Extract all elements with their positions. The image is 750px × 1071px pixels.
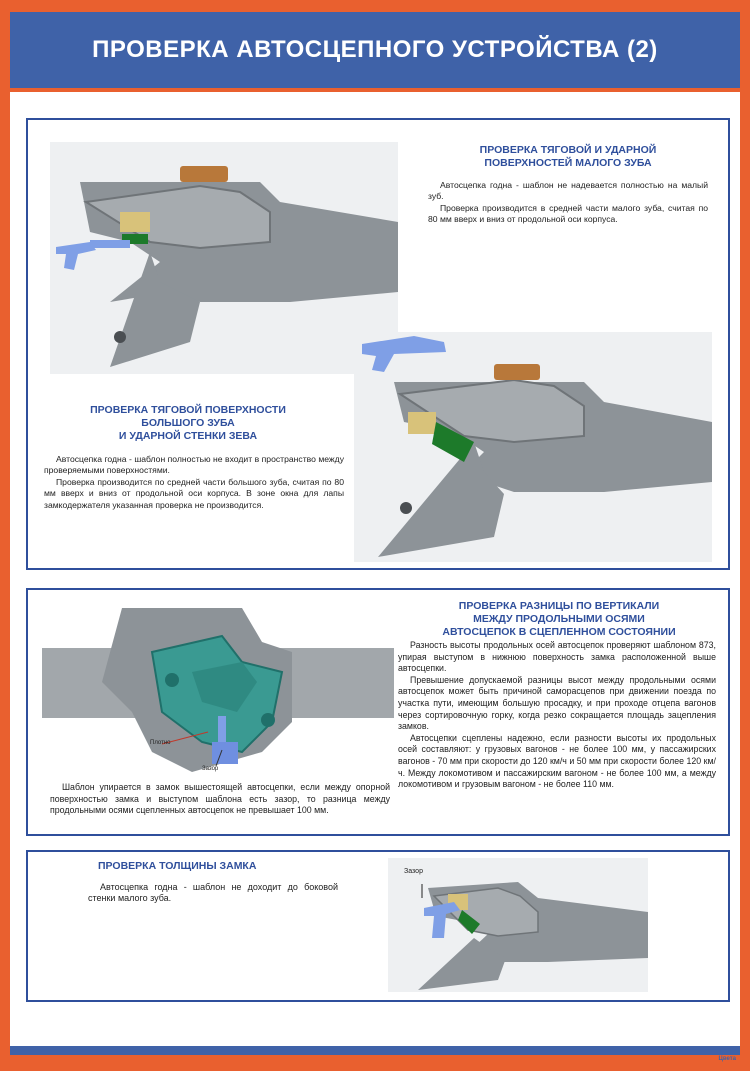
text-vertical-difference: Разность высоты продольных осей автосцеп… [398,640,716,791]
illustration-small-tooth-check [50,142,398,374]
text-large-tooth-p2: Проверка производится по средней части б… [44,476,344,510]
text-large-tooth: Автосцепка годна - шаблон полностью не в… [44,454,344,511]
heading-small-tooth: ПРОВЕРКА ТЯГОВОЙ И УДАРНОЙ ПОВЕРХНОСТЕЙ … [428,144,708,170]
heading-vd-line2: МЕЖДУ ПРОДОЛЬНЫМИ ОСЯМИ [473,613,645,625]
text-vd-p1: Разность высоты продольных осей автосцеп… [398,640,716,674]
publisher-logo: Цвета [718,1056,736,1062]
frame-bottom [0,1055,750,1071]
coupler-drawing-small-tooth [50,142,398,374]
illustration-large-tooth-check [354,332,712,562]
heading-large-tooth-line1: ПРОВЕРКА ТЯГОВОЙ ПОВЕРХНОСТИ [90,404,286,416]
frame-top [0,0,750,12]
caption-coupled-heads: Шаблон упирается в замок вышестоящей авт… [50,782,390,817]
heading-vd-line3: АВТОСЦЕПОК В СЦЕПЛЕННОМ СОСТОЯНИИ [442,626,676,638]
text-small-tooth-p2: Проверка производится в средней части ма… [428,202,708,225]
text-vd-p2: Превышение допускаемой разницы высот меж… [398,674,716,732]
heading-small-tooth-line1: ПРОВЕРКА ТЯГОВОЙ И УДАРНОЙ [479,144,657,156]
heading-lock-thickness: ПРОВЕРКА ТОЛЩИНЫ ЗАМКА [98,860,338,873]
page-header: ПРОВЕРКА АВТОСЦЕПНОГО УСТРОЙСТВА (2) [10,12,740,88]
text-small-tooth-p1: Автосцепка годна - шаблон не надевается … [428,180,708,202]
header-underline [10,88,740,92]
illustration-coupled-heads: Плотно Зазор [42,602,394,780]
heading-vertical-difference: ПРОВЕРКА РАЗНИЦЫ ПО ВЕРТИКАЛИ МЕЖДУ ПРОД… [406,600,712,639]
illustration-lock-thickness: Зазор [388,858,648,992]
frame-left [0,0,10,1071]
heading-large-tooth-line3: И УДАРНОЙ СТЕНКИ ЗЕВА [118,430,258,442]
heading-small-tooth-line2: ПОВЕРХНОСТЕЙ МАЛОГО ЗУБА [484,157,652,169]
heading-large-tooth-line2: БОЛЬШОГО ЗУБА [141,417,235,429]
panel-lock-thickness: ПРОВЕРКА ТОЛЩИНЫ ЗАМКА Автосцепка годна … [26,850,730,1002]
frame-right [740,0,750,1071]
text-lock-thickness: Автосцепка годна - шаблон не доходит до … [88,882,338,905]
coupled-heads-drawing [42,602,394,780]
heading-lock-thickness-text: ПРОВЕРКА ТОЛЩИНЫ ЗАМКА [98,860,257,872]
caption-text: Шаблон упирается в замок вышестоящей авт… [50,782,390,816]
text-small-tooth: Автосцепка годна - шаблон не надевается … [428,180,708,226]
footer-bar [10,1046,740,1055]
heading-large-tooth: ПРОВЕРКА ТЯГОВОЙ ПОВЕРХНОСТИ БОЛЬШОГО ЗУ… [68,404,308,443]
text-vd-p3: Автосцепки сцеплены надежно, если разнос… [398,732,716,790]
text-lock-thickness-p1: Автосцепка годна - шаблон не доходит до … [88,882,338,904]
label-zazor: Зазор [202,766,219,772]
text-large-tooth-p1: Автосцепка годна - шаблон полностью не в… [44,454,344,476]
heading-vd-line1: ПРОВЕРКА РАЗНИЦЫ ПО ВЕРТИКАЛИ [458,600,660,612]
panel-tooth-checks: ПРОВЕРКА ТЯГОВОЙ И УДАРНОЙ ПОВЕРХНОСТЕЙ … [26,118,730,570]
lock-thickness-drawing [388,858,648,992]
label-plotno: Плотно [150,740,171,746]
label-zazor-lock: Зазор [404,868,423,875]
page-title: ПРОВЕРКА АВТОСЦЕПНОГО УСТРОЙСТВА (2) [92,36,658,63]
panel-vertical-difference: Плотно Зазор ПРОВЕРКА РАЗНИЦЫ ПО ВЕРТИКА… [26,588,730,836]
coupler-drawing-large-tooth [354,332,712,562]
